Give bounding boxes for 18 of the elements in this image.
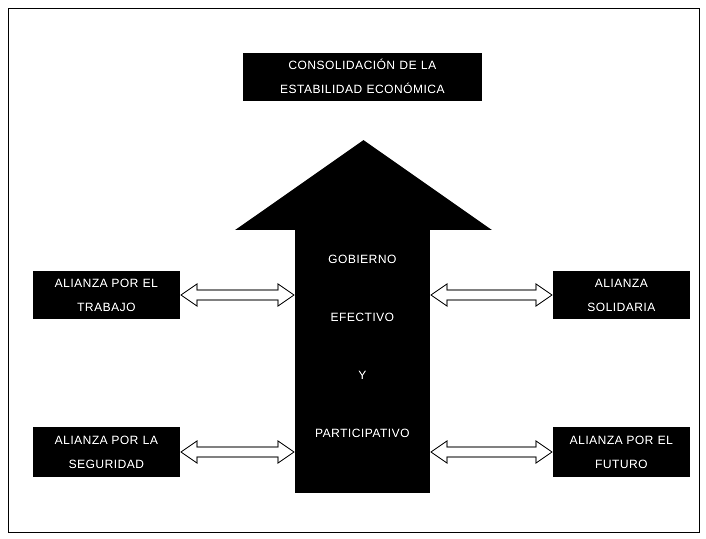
label-box [243,53,482,101]
box-text: ALIANZA SOLIDARIA [586,275,657,316]
double-arrow [180,283,295,307]
arrow-text: EFECTIVO [329,309,396,326]
arrow-text: PARTICIPATIVO [314,425,411,442]
double-arrow [430,440,553,464]
label-box [553,427,690,477]
arrow-text: Y [357,367,368,384]
label-box [553,271,690,319]
box-text: ALIANZA POR LA SEGURIDAD [54,432,160,473]
box-text: CONSOLIDACIÓN DE LA ESTABILIDAD ECONÓMICA [279,57,446,98]
arrow-text: GOBIERNO [327,251,398,268]
label-box [33,427,180,477]
box-text: ALIANZA POR EL TRABAJO [54,275,160,316]
double-arrow [430,283,553,307]
box-text: ALIANZA POR EL FUTURO [568,432,674,473]
label-box [33,271,180,319]
double-arrow [180,440,295,464]
